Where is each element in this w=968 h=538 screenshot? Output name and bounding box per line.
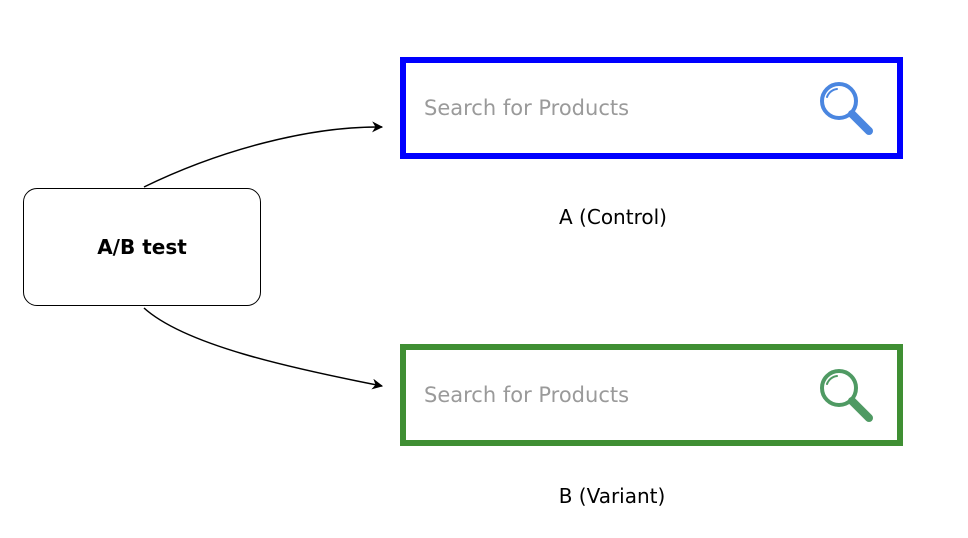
magnifier-icon[interactable] — [815, 365, 875, 425]
variant-search-bar[interactable]: Search for Products — [400, 344, 903, 446]
magnifier-icon[interactable] — [815, 78, 875, 138]
variant-caption: B (Variant) — [558, 484, 666, 508]
arrow-to-variant — [143, 307, 384, 390]
control-caption: A (Control) — [559, 205, 667, 229]
ab-test-label: A/B test — [97, 235, 187, 259]
ab-test-node: A/B test — [23, 188, 261, 306]
arrow-to-control — [143, 121, 384, 188]
variant-search-placeholder: Search for Products — [424, 383, 630, 407]
control-search-bar[interactable]: Search for Products — [400, 57, 903, 159]
control-search-placeholder: Search for Products — [424, 96, 630, 120]
